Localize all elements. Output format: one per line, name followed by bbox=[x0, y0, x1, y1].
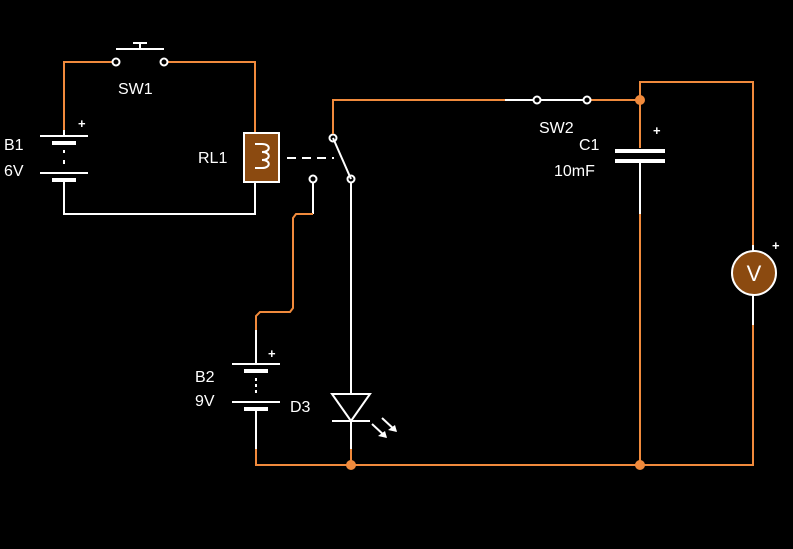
battery-b1[interactable] bbox=[40, 130, 88, 182]
rl1-label: RL1 bbox=[198, 150, 227, 167]
relay-contacts[interactable] bbox=[308, 133, 356, 184]
b2-polarity-plus: + bbox=[268, 346, 276, 361]
top-wires bbox=[332, 81, 754, 245]
c1-polarity-plus: + bbox=[653, 123, 661, 138]
b1-label: B1 bbox=[4, 137, 24, 154]
sw1-label: SW1 bbox=[118, 81, 153, 98]
b1-value: 6V bbox=[4, 163, 24, 180]
voltmeter-polarity-plus: + bbox=[772, 238, 780, 253]
c1-value: 10mF bbox=[554, 163, 595, 180]
voltmeter-return-wire bbox=[640, 325, 754, 466]
voltmeter-symbol: V bbox=[747, 261, 762, 286]
switch-sw2[interactable] bbox=[532, 95, 592, 105]
b2-value: 9V bbox=[195, 393, 215, 410]
b2-label: B2 bbox=[195, 369, 215, 386]
battery-b2[interactable] bbox=[232, 330, 280, 415]
c1-label: C1 bbox=[579, 137, 600, 154]
led-d3[interactable] bbox=[330, 393, 397, 438]
b2-wires bbox=[255, 183, 640, 466]
b1-polarity-plus: + bbox=[78, 116, 86, 131]
coil-loop-wires bbox=[63, 61, 256, 215]
push-button-sw1[interactable] bbox=[111, 42, 169, 67]
d3-label: D3 bbox=[290, 399, 311, 416]
junction-dot bbox=[635, 460, 645, 470]
relay-coil-rl1[interactable] bbox=[243, 132, 280, 183]
sw2-label: SW2 bbox=[539, 120, 574, 137]
junction-dot bbox=[635, 95, 645, 105]
capacitor-c1[interactable] bbox=[615, 149, 665, 163]
junction-dot bbox=[346, 460, 356, 470]
